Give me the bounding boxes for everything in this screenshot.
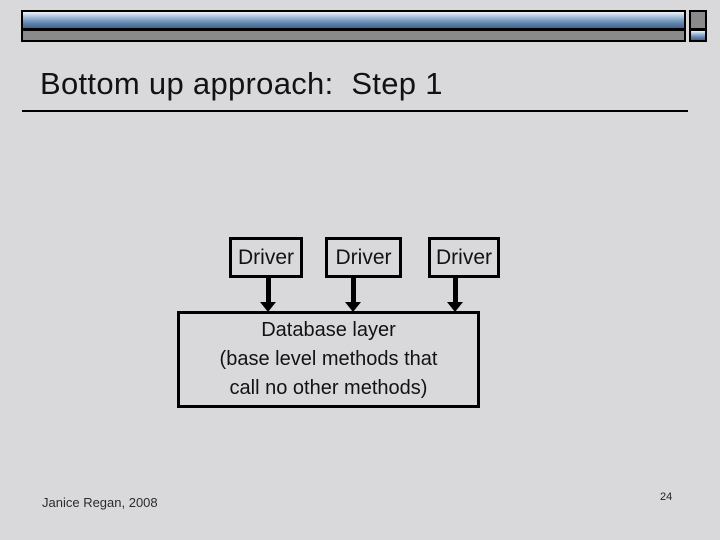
driver-box-2: Driver <box>325 237 402 278</box>
database-layer-line-2: (base level methods that <box>219 348 438 370</box>
arrow-shaft <box>265 277 271 302</box>
arrow-head-down-icon <box>260 302 276 312</box>
down-arrow-connector-3 <box>447 277 463 312</box>
arrow-shaft <box>350 277 356 302</box>
title-underline <box>22 110 688 112</box>
arrow-head-down-icon <box>345 302 361 312</box>
driver-box-1-label: Driver <box>238 245 294 269</box>
database-layer-box: Database layer (base level methods that … <box>177 311 480 408</box>
driver-box-2-label: Driver <box>335 245 392 269</box>
slide-title: Bottom up approach: Step 1 <box>40 66 443 101</box>
decor-bar-gray-long <box>21 29 686 42</box>
down-arrow-connector-2 <box>345 277 361 312</box>
decor-square-gray <box>689 10 707 30</box>
arrow-shaft <box>452 277 458 302</box>
decor-square-blue <box>689 29 707 42</box>
page-number: 24 <box>660 491 673 503</box>
down-arrow-connector-1 <box>260 277 276 312</box>
decor-bar-blue-long <box>21 10 686 30</box>
driver-box-3-label: Driver <box>436 245 492 269</box>
arrow-head-down-icon <box>447 302 463 312</box>
driver-box-1: Driver <box>229 237 303 278</box>
database-layer-line-3: call no other methods) <box>229 377 428 399</box>
footer-author: Janice Regan, 2008 <box>42 495 158 510</box>
database-layer-line-1: Database layer <box>261 319 396 341</box>
driver-box-3: Driver <box>428 237 500 278</box>
